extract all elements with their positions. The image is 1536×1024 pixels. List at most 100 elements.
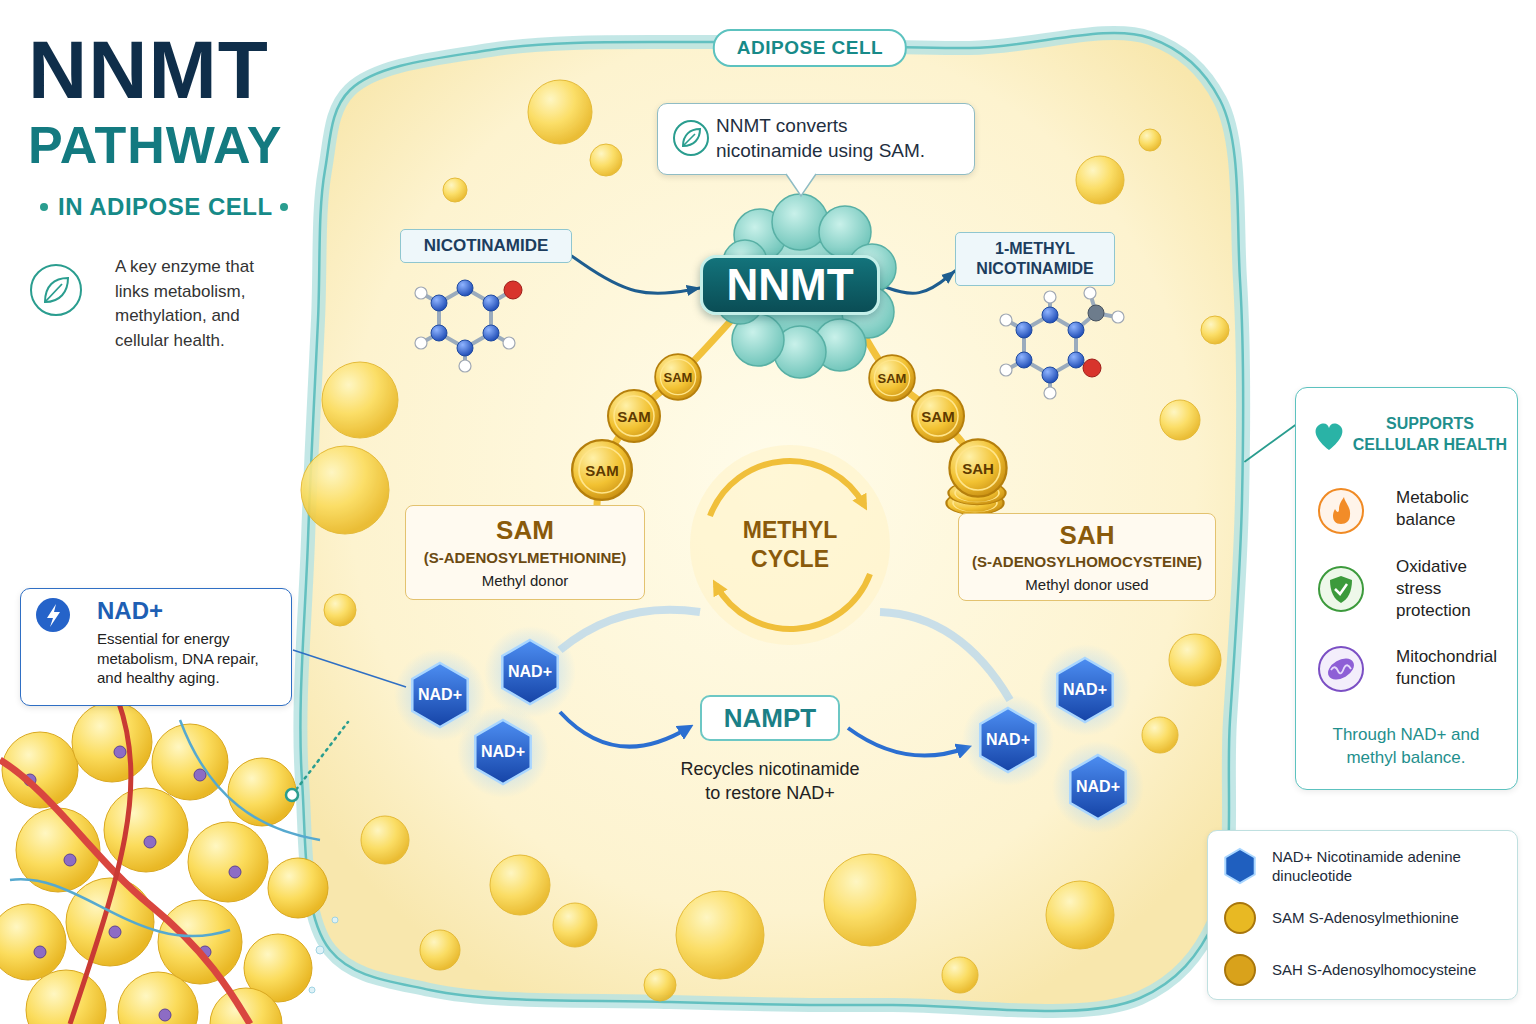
leader-line <box>1245 425 1295 461</box>
methyl-cycle-arrows <box>716 574 870 629</box>
coins <box>912 390 964 442</box>
nicotinamide-molecule <box>483 325 499 341</box>
coin-label: SAH <box>962 460 994 477</box>
nad-label: NAD+ <box>1063 681 1107 699</box>
enzyme-protein <box>772 194 828 250</box>
methyl-cycle-arrows <box>710 461 864 516</box>
node-icon <box>658 104 974 174</box>
methylnicotinamide-molecule <box>1042 307 1058 323</box>
fat-tissue-illustration <box>70 700 131 1024</box>
fat-globules <box>1201 316 1229 344</box>
legend-row: SAM S-Adenosylmethionine <box>1218 893 1510 943</box>
fat-globules <box>590 144 622 176</box>
methylnicotinamide-molecule <box>1016 322 1032 338</box>
legend-swatch <box>1225 955 1255 985</box>
coins <box>655 354 701 400</box>
nicotinamide-molecule <box>457 340 473 356</box>
coin-label: SAM <box>617 408 650 425</box>
node-icon <box>683 134 695 146</box>
fat-tissue-illustration <box>10 879 230 936</box>
fat-tissue-illustration <box>34 946 46 958</box>
methylnicotinamide-molecule <box>1068 322 1084 338</box>
nicotinamide-molecule <box>483 295 499 311</box>
fat-globules <box>1160 400 1200 440</box>
fat-globules <box>1169 634 1221 686</box>
fat-tissue-illustration <box>0 702 328 1024</box>
cofactor-box: SAM(S-ADENOSYLMETHIONINE)Methyl donor <box>405 505 645 600</box>
leaf-icon <box>31 265 81 315</box>
nad-molecules <box>980 708 1035 772</box>
methylnicotinamide-molecule <box>1083 359 1101 377</box>
molecule-name: 1-METHYL NICOTINAMIDE <box>962 239 1108 279</box>
fat-globules <box>942 957 978 993</box>
methyl-cycle-arrows <box>690 445 890 645</box>
fat-globules <box>361 816 409 864</box>
node-icon <box>1324 654 1357 684</box>
fat-tissue-illustration <box>118 972 198 1024</box>
nad-molecules <box>962 694 1054 786</box>
legend-swatch <box>1225 849 1254 883</box>
node-icon <box>1316 424 1343 450</box>
callout-box: NNMT converts nicotinamide using SAM. <box>657 103 975 175</box>
fat-tissue-illustration <box>158 900 242 984</box>
fat-globules <box>644 969 676 1001</box>
cofactor-role: Methyl donor <box>416 572 634 589</box>
fat-globules <box>490 855 550 915</box>
nicotinamide-molecule <box>431 295 447 311</box>
leaf-icon <box>45 284 62 302</box>
methylnicotinamide-molecule <box>1042 367 1058 383</box>
cycle-label: METHYL CYCLE <box>725 516 855 574</box>
nad-molecules <box>1057 658 1112 722</box>
fat-globules <box>322 362 398 438</box>
title-dots <box>40 203 48 211</box>
info-heading: NAD+ <box>97 597 163 625</box>
benefits-panel: SUPPORTS CELLULAR HEALTHMetabolic balanc… <box>1295 387 1518 790</box>
fat-tissue-illustration <box>229 866 241 878</box>
node-icon <box>1333 497 1350 524</box>
fat-globules <box>443 178 467 202</box>
coins <box>869 355 915 401</box>
cofactor-full-name: (S-ADENOSYLMETHIONINE) <box>416 549 634 566</box>
nicotinamide-molecule <box>415 337 427 349</box>
info-box: NAD+Essential for energy metabolism, DNA… <box>20 588 292 706</box>
methylnicotinamide-molecule <box>1084 287 1096 299</box>
benefit-item: Mitochondrial function <box>1396 646 1508 690</box>
fat-tissue-illustration <box>159 1009 171 1021</box>
benefit-item: Metabolic balance <box>1396 487 1508 531</box>
title-dots <box>280 203 288 211</box>
coin-label: SAM <box>585 462 618 479</box>
methylnicotinamide-molecule <box>1000 364 1012 376</box>
cell-membrane <box>300 33 1243 1011</box>
coins <box>949 439 1006 496</box>
fat-globules <box>1139 129 1161 151</box>
fat-globules <box>301 446 389 534</box>
cofactor-full-name: (S-ADENOSYLHOMOCYSTEINE) <box>967 553 1207 570</box>
fat-tissue-illustration <box>114 746 126 758</box>
methylnicotinamide-molecule <box>1044 291 1056 303</box>
node-icon <box>1319 489 1363 533</box>
legend-text: SAH S-Adenosylhomocysteine <box>1272 960 1504 980</box>
fat-tissue-illustration <box>316 946 324 954</box>
cofactor-box: SAH(S-ADENOSYLHOMOCYSTEINE)Methyl donor … <box>958 513 1216 601</box>
fat-globules <box>553 903 597 947</box>
nad-molecules <box>484 626 576 718</box>
fat-globules <box>824 854 916 946</box>
node-icon <box>1330 576 1352 603</box>
fat-tissue-illustration <box>0 760 250 1024</box>
fat-globules <box>420 930 460 970</box>
fat-tissue-illustration <box>268 858 328 918</box>
nad-molecules <box>1052 741 1144 833</box>
fat-tissue-illustration <box>0 700 338 1024</box>
leaf-icon <box>45 278 68 302</box>
nad-molecules <box>1039 644 1131 736</box>
fat-globules <box>1076 156 1124 204</box>
coin-label: SAM <box>664 370 693 385</box>
fat-tissue-illustration <box>144 836 156 848</box>
coins <box>608 390 660 442</box>
coin-label: SAM <box>921 408 954 425</box>
methylnicotinamide-molecule <box>1088 305 1104 321</box>
node-icon <box>1319 647 1363 691</box>
node-icon <box>47 604 60 627</box>
panel-note: Through NAD+ and methyl balance. <box>1306 724 1506 770</box>
legend-swatch <box>1218 896 1262 940</box>
